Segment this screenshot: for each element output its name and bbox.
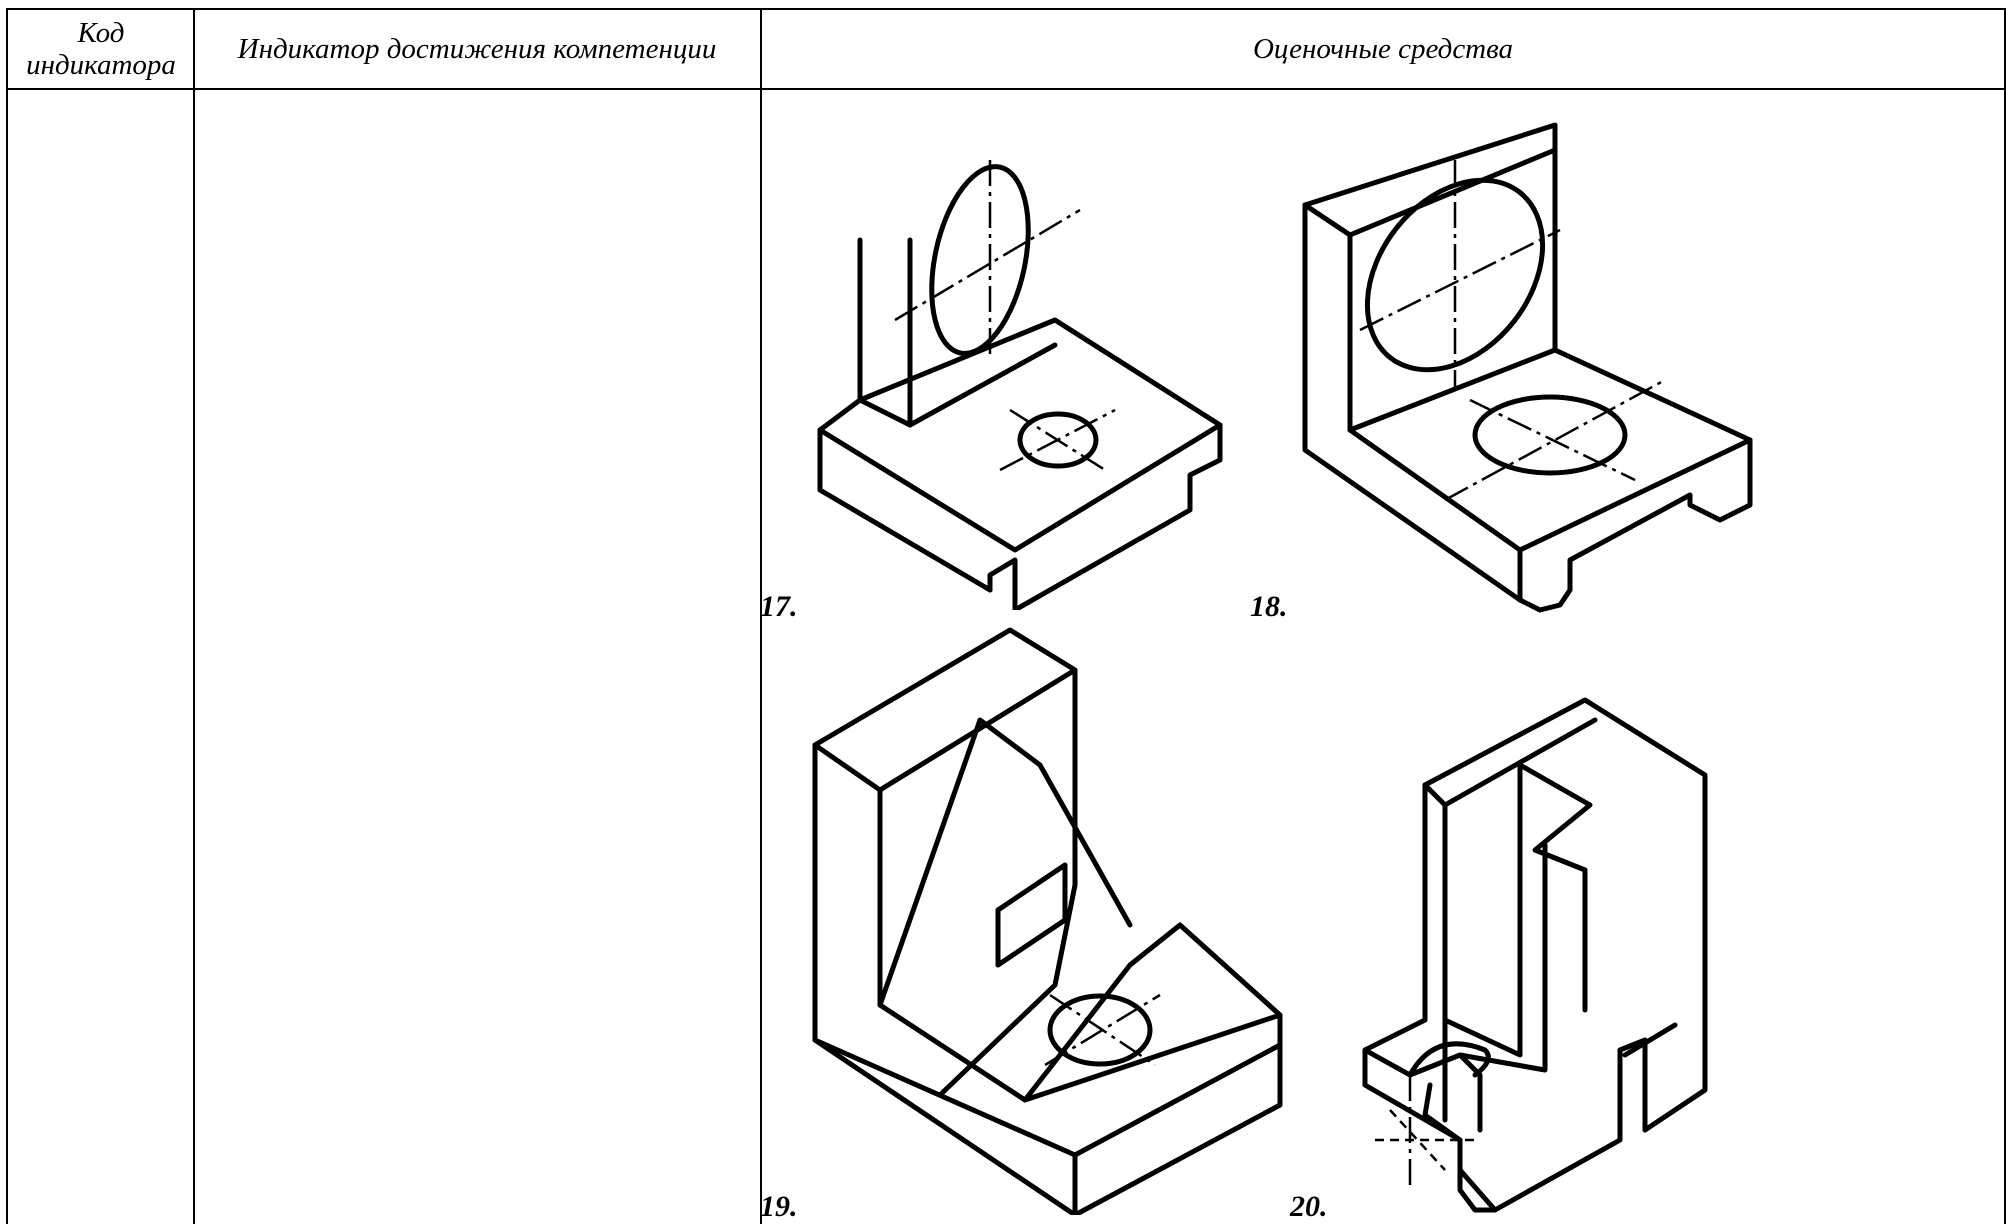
figure-19-number: 19. — [760, 1190, 798, 1223]
column-divider-2 — [760, 8, 762, 1224]
figure-17-number: 17. — [760, 590, 798, 623]
header-indicator-description: Индикатор достижения компетенции — [237, 33, 717, 65]
figure-17-drawing — [817, 160, 1223, 610]
header-row-divider — [6, 88, 2006, 90]
header-assessment-tools: Оценочные средства — [1252, 33, 1514, 65]
figure-20-number: 20. — [1290, 1190, 1328, 1223]
figure-18-number: 18. — [1250, 590, 1288, 623]
table-border-left — [6, 8, 8, 1224]
figure-20-drawing — [1362, 697, 1708, 1213]
column-divider-1 — [193, 8, 195, 1224]
header-indicator-code: Код индикатора — [26, 17, 176, 81]
figure-18-drawing — [1302, 122, 1753, 613]
table-border-right — [2004, 8, 2006, 1224]
assessment-table: Код индикатора Индикатор достижения комп… — [6, 8, 2006, 1224]
table-border-top — [6, 8, 2006, 10]
figure-19-drawing — [812, 627, 1283, 1215]
